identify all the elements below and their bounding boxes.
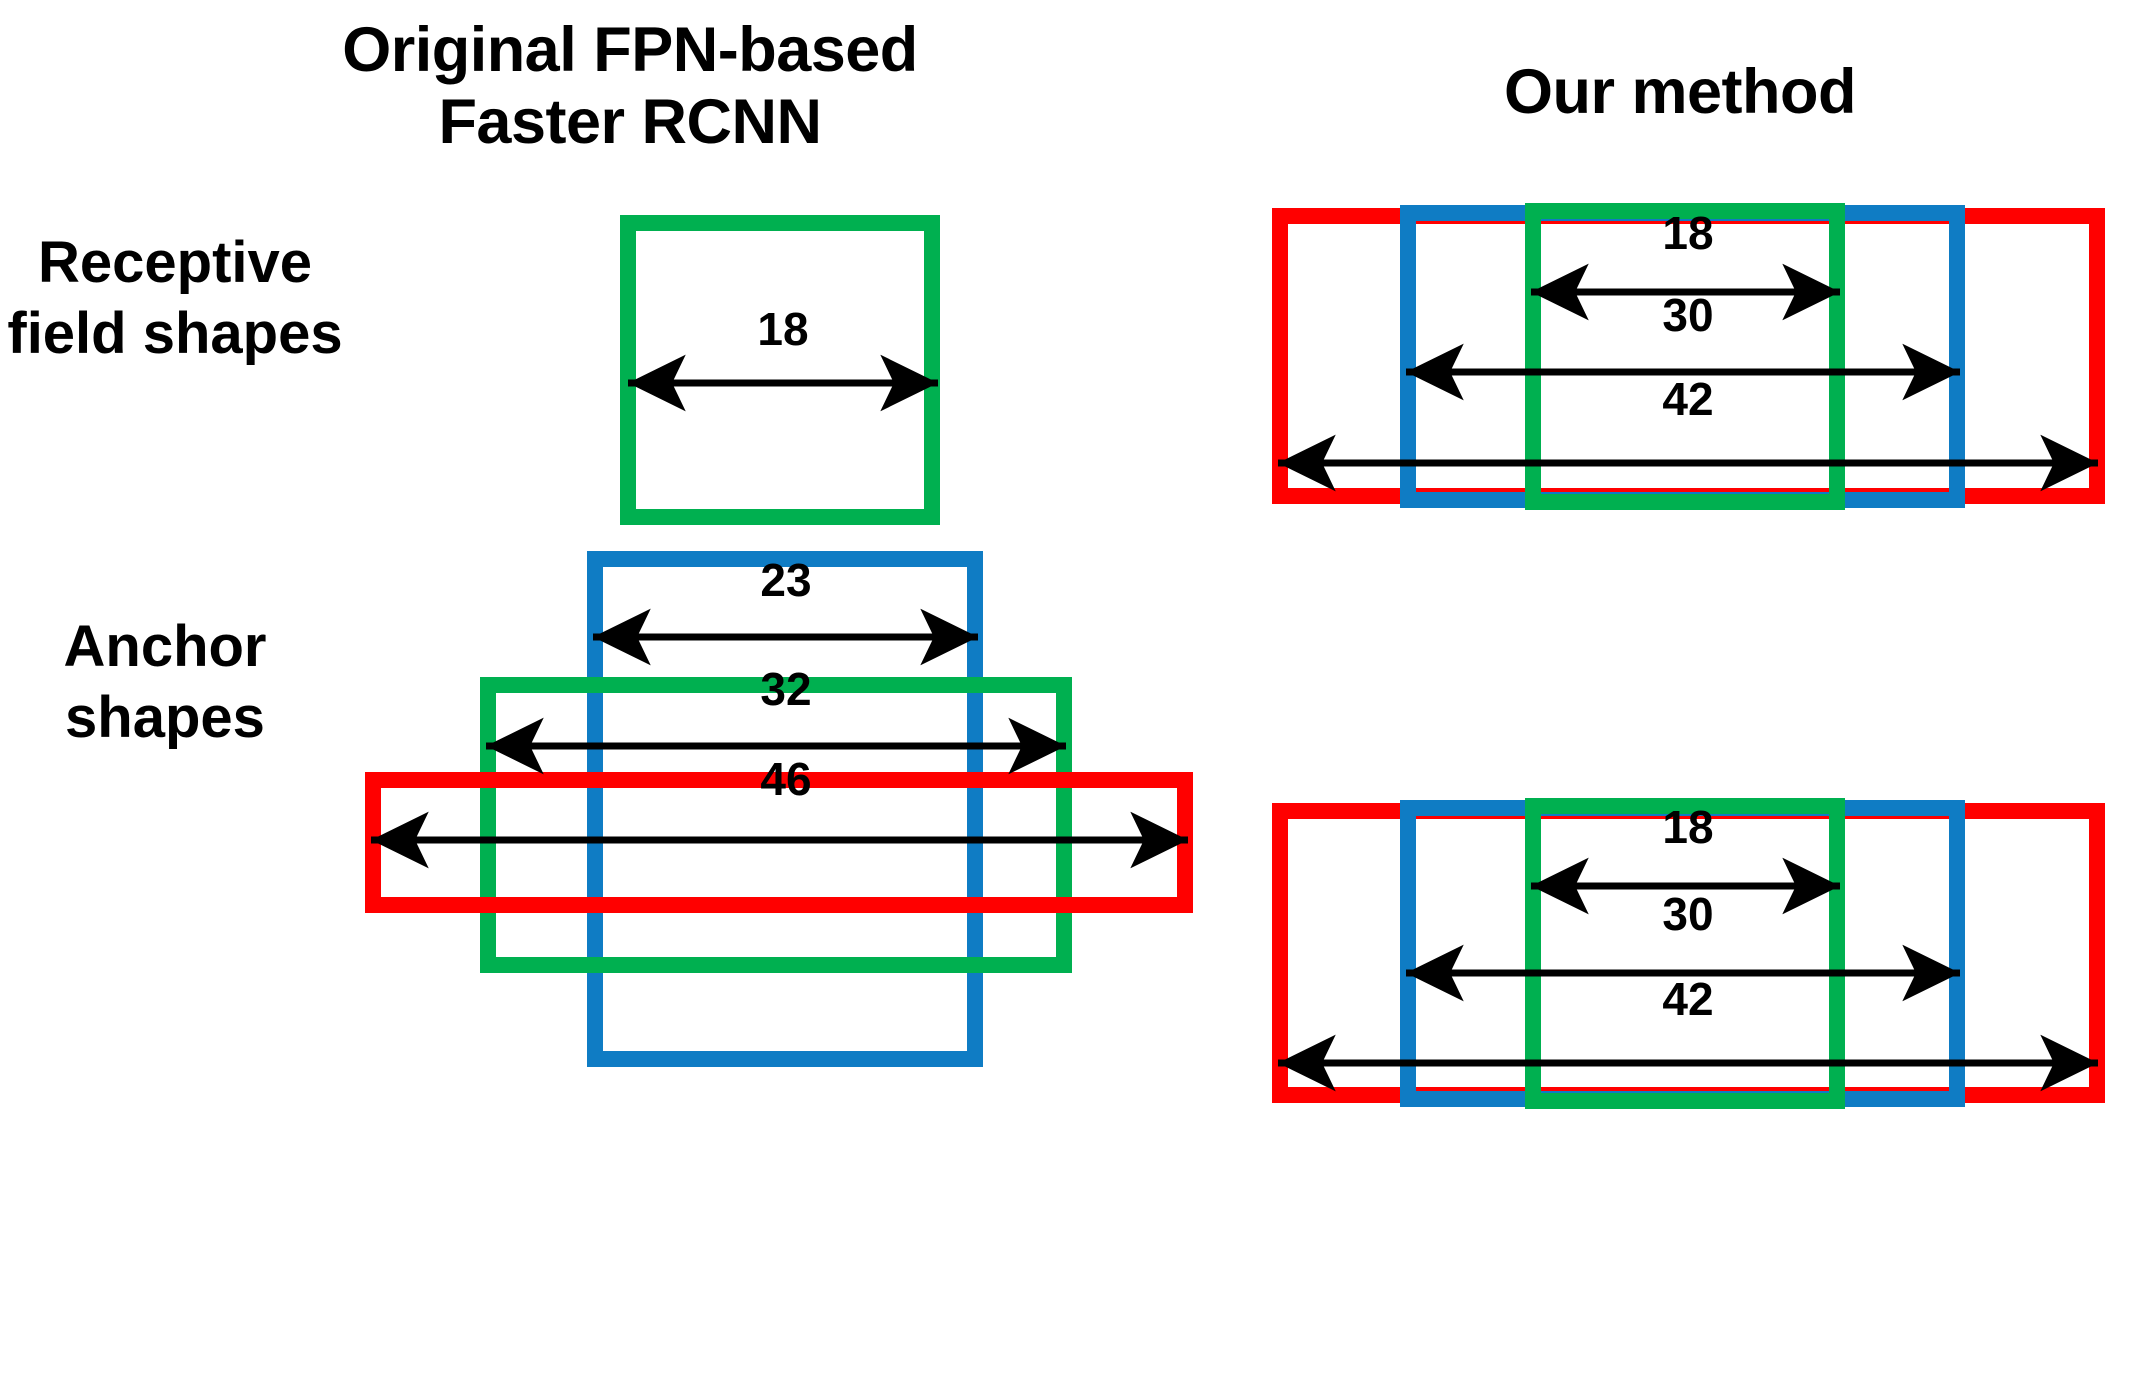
panel-anchor-original (365, 551, 1193, 1067)
column-title-our-method: Our method (1504, 57, 1857, 127)
receptive-original-green-square (620, 215, 940, 525)
anchor-original-blue-rect (587, 551, 983, 1067)
anchor-original-dimension-label-32: 32 (760, 663, 812, 715)
anchor-ours-dimension-label-42: 42 (1662, 973, 1714, 1025)
receptive-ours-dimension-label-18: 18 (1662, 207, 1714, 259)
receptive-ours-dimension-label-42: 42 (1662, 373, 1714, 425)
panel-receptive-ours (1272, 203, 2105, 510)
anchor-ours-dimension-label-30: 30 (1662, 888, 1714, 940)
panel-anchor-ours (1272, 798, 2105, 1109)
panel-receptive-original (620, 215, 940, 525)
anchor-ours-dimension-label-18: 18 (1662, 801, 1714, 853)
receptive-ours-dimension-label-30: 30 (1662, 289, 1714, 341)
anchor-original-dimension-label-23: 23 (760, 554, 812, 606)
receptive-original-dimension-label-18: 18 (757, 303, 809, 355)
anchor-original-dimension-label-46: 46 (760, 753, 812, 805)
